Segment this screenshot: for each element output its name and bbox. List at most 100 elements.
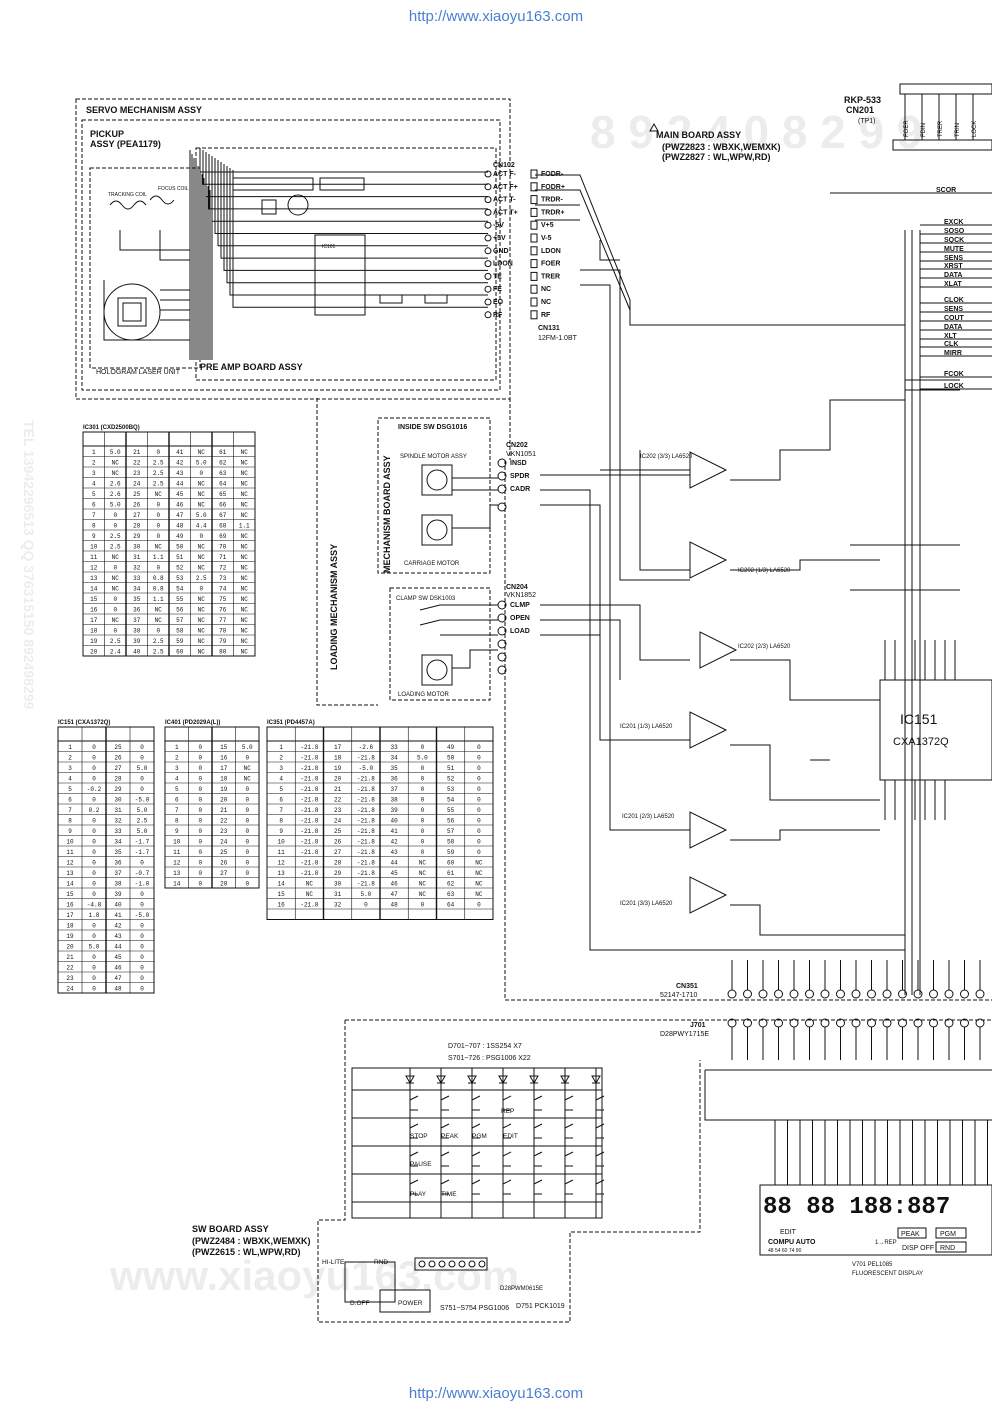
table-cell: 41	[114, 912, 122, 919]
cn202-pin-label: SPDR	[510, 473, 529, 480]
table-cell: NC	[155, 617, 163, 624]
table-cell: 0	[421, 744, 425, 751]
table-cell: -21.8	[357, 807, 375, 814]
table-cell: 77	[219, 617, 227, 624]
display-numbers: 48 54 60 74 90	[768, 1248, 802, 1254]
table-cell: 0	[477, 744, 481, 751]
table-cell: 1	[92, 449, 96, 456]
cn102-pin-label: EO	[493, 299, 504, 306]
table-cell: 0	[140, 954, 144, 961]
table-cell: 33	[114, 828, 122, 835]
table-cell: 1	[175, 744, 179, 751]
table-cell: 42	[176, 460, 184, 467]
pickup-title: PICKUP	[90, 129, 124, 139]
servo-title: SERVO MECHANISM ASSY	[86, 105, 202, 115]
table-cell: -21.8	[357, 818, 375, 825]
table-cell: NC	[306, 891, 314, 898]
cn204-pin-label: CLMP	[510, 602, 530, 609]
table-cell: NC	[198, 607, 206, 614]
table-cell: 2.5	[153, 649, 164, 656]
table-cell: 9	[175, 828, 179, 835]
table-cell: 0	[92, 860, 96, 867]
cn204-pin-label: LOAD	[510, 628, 530, 635]
table-cell: 0	[245, 818, 249, 825]
table-cell: 0	[477, 786, 481, 793]
table-cell: 0	[92, 818, 96, 825]
table-cell: 30	[334, 881, 342, 888]
table-cell: 0	[113, 628, 117, 635]
table-cell: NC	[198, 502, 206, 509]
table-cell: 6	[175, 797, 179, 804]
table-cell: NC	[198, 565, 206, 572]
table-cell: 0	[92, 891, 96, 898]
header-url[interactable]: http://www.xiaoyu163.com	[409, 8, 583, 25]
table-cell: 0	[421, 828, 425, 835]
table-cell: 0	[92, 923, 96, 930]
cn102-pin	[484, 247, 492, 255]
table-cell: 45	[176, 491, 184, 498]
table-cell: 0	[113, 607, 117, 614]
switch-key-label: PGM	[472, 1133, 487, 1140]
cn102-pin	[484, 298, 492, 306]
cn102-pin-label: FE	[493, 286, 502, 293]
table-cell: 60	[176, 649, 184, 656]
switch-key-label: RND	[374, 1259, 388, 1266]
table-cell: 52	[447, 776, 455, 783]
table-cell: 0	[245, 828, 249, 835]
table-cell: NC	[241, 470, 249, 477]
table-cell: 0	[477, 828, 481, 835]
table-cell: 0	[140, 786, 144, 793]
table-cell: 0	[421, 786, 425, 793]
table-cell: 43	[176, 470, 184, 477]
table-cell: 68	[219, 523, 227, 530]
table-cell: 29	[133, 533, 141, 540]
cn131-pin	[530, 259, 538, 269]
table-cell: 2	[175, 755, 179, 762]
footer-url[interactable]: http://www.xiaoyu163.com	[409, 1385, 583, 1402]
table-cell: NC	[241, 460, 249, 467]
table-cell: 40	[391, 818, 399, 825]
table-cell: 65	[219, 491, 227, 498]
table-cell: 0	[140, 944, 144, 951]
table-cell: 0	[92, 954, 96, 961]
table-cell: NC	[419, 870, 427, 877]
table-cell: 62	[219, 460, 227, 467]
table-cell: 63	[447, 891, 455, 898]
table-cell: 2.4	[110, 649, 121, 656]
table-cell: 28	[220, 881, 228, 888]
table-cell: 23	[66, 975, 74, 982]
sw-diodes: D701~707 : 1SS254 X7	[448, 1043, 522, 1050]
table-cell: 3	[175, 765, 179, 772]
table-cell: 0	[477, 776, 481, 783]
table-cell: NC	[241, 491, 249, 498]
table-cell: 0	[140, 860, 144, 867]
table-cell: 0	[92, 755, 96, 762]
table-cell: 0	[477, 818, 481, 825]
table-cell: 1.1	[239, 523, 250, 530]
table-cell: NC	[198, 544, 206, 551]
table-cell: 5.0	[110, 502, 121, 509]
table-cell: 34	[114, 839, 122, 846]
table-cell: NC	[198, 596, 206, 603]
bus-signal-label: DATA	[944, 324, 962, 331]
table-cell: 72	[219, 565, 227, 572]
table-cell: 5.0	[137, 807, 148, 814]
table-cell: 0	[156, 628, 160, 635]
table-cell: NC	[241, 617, 249, 624]
pickup-optics	[103, 195, 190, 341]
table-cell: 0	[199, 470, 203, 477]
table-cell: 0	[140, 891, 144, 898]
table-cell: 57	[447, 828, 455, 835]
cn131-name: CN131	[538, 325, 560, 332]
sw-board-line2: (PWZ2615 : WL,WPW,RD)	[192, 1247, 301, 1257]
table-cell: 42	[391, 839, 399, 846]
table-cell: 0	[198, 786, 202, 793]
inside-sw-label: INSIDE SW DSG1016	[398, 424, 467, 431]
table-cell: 55	[176, 596, 184, 603]
table-cell: 50	[176, 544, 184, 551]
table-cell: 0	[140, 744, 144, 751]
table-cell: 21	[334, 786, 342, 793]
table-cell: 0	[140, 965, 144, 972]
table-cell: 54	[447, 797, 455, 804]
